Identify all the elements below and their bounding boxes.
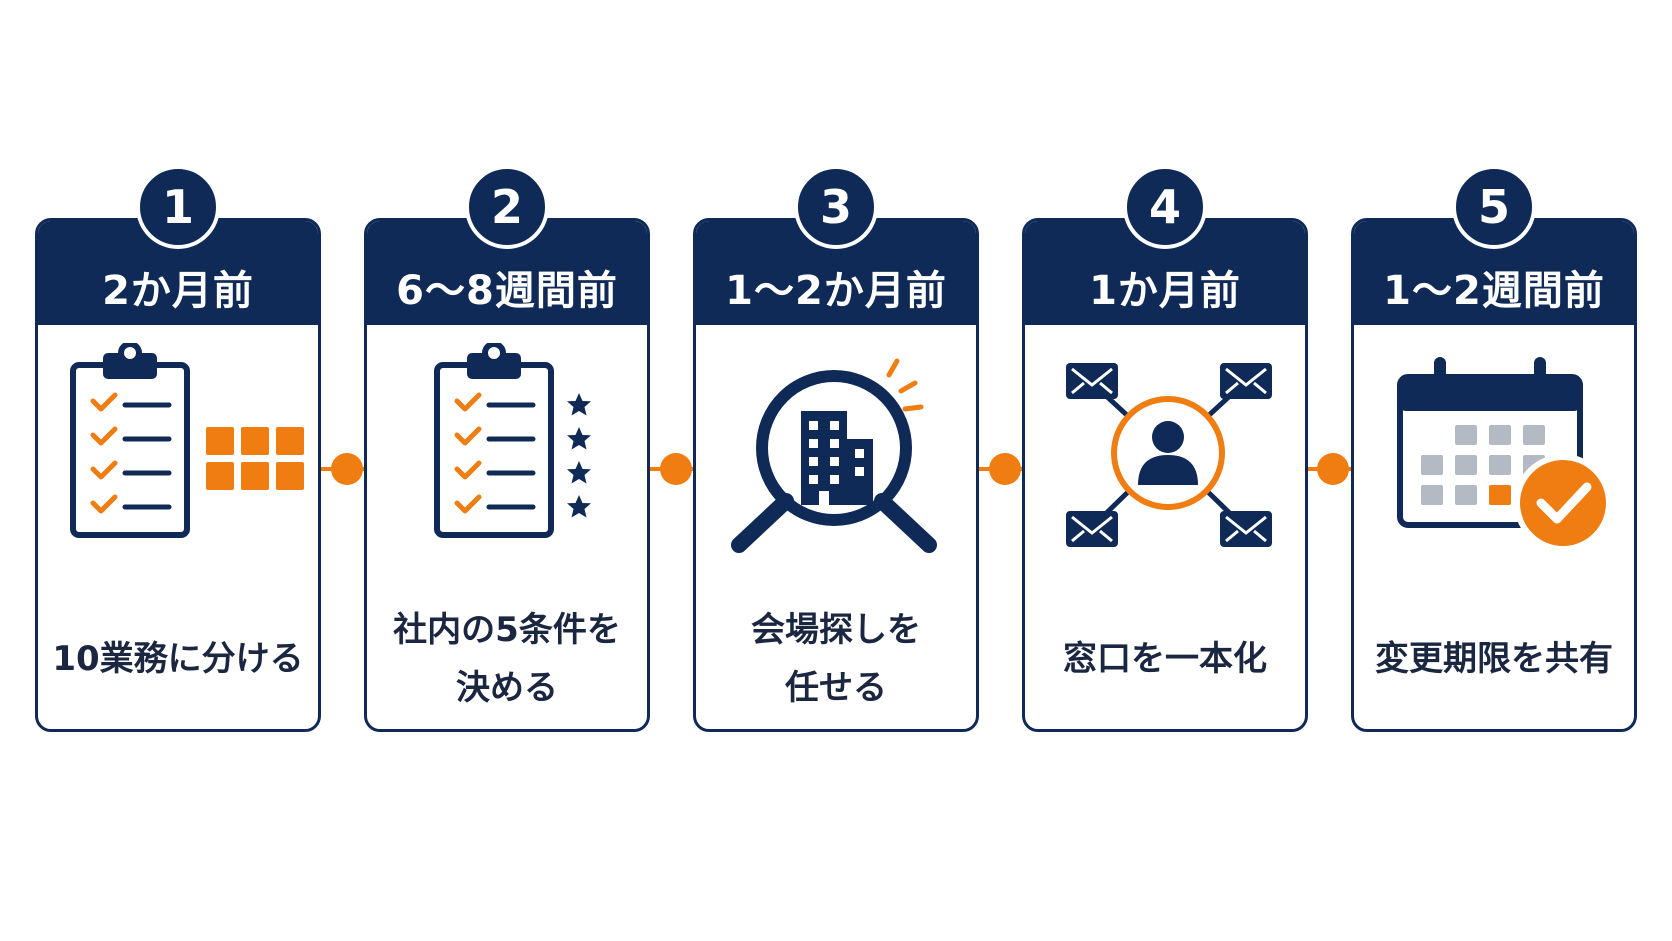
step-period: 2か月前 xyxy=(102,268,254,314)
step-card-1: 2か月前 10業務に分ける xyxy=(35,218,321,732)
step-period: 6〜8週間前 xyxy=(396,268,618,314)
magnifier-building-icon xyxy=(731,358,937,553)
caption-line: 社内の5条件を xyxy=(393,610,621,650)
step-number-badge: 5 xyxy=(1452,165,1536,249)
step-card-3: 1〜2か月前 会場探しを 任せる xyxy=(693,218,979,732)
step-caption: 社内の5条件を 決める xyxy=(373,601,641,717)
caption-line: 窓口を一本化 xyxy=(1063,639,1267,679)
caption-line: 決める xyxy=(456,668,558,708)
step-period: 1〜2週間前 xyxy=(1383,268,1605,314)
step-number-badge: 3 xyxy=(794,165,878,249)
caption-line: 任せる xyxy=(785,668,887,708)
step-caption: 10業務に分ける xyxy=(44,601,312,717)
step-caption: 会場探しを 任せる xyxy=(702,601,970,717)
step-number-badge: 4 xyxy=(1123,165,1207,249)
step-number-badge: 1 xyxy=(136,165,220,249)
person-hub-mail-icon xyxy=(1066,363,1272,547)
step-caption: 変更期限を共有 xyxy=(1360,601,1628,717)
caption-line: 10業務に分ける xyxy=(52,639,304,679)
step-card-5: 1〜2週間前 変更期限を共有 xyxy=(1351,218,1637,732)
step-period: 1〜2か月前 xyxy=(725,268,947,314)
step-card-2: 6〜8週間前 社内の5条件を 決める xyxy=(364,218,650,732)
clipboard-checklist-grid-icon xyxy=(70,343,304,538)
clipboard-checklist-stars-icon xyxy=(434,343,591,538)
caption-line: 変更期限を共有 xyxy=(1375,639,1613,679)
step-card-4: 1か月前 xyxy=(1022,218,1308,732)
step-caption: 窓口を一本化 xyxy=(1031,601,1299,717)
step-number-badge: 2 xyxy=(465,165,549,249)
step-period: 1か月前 xyxy=(1089,268,1241,314)
caption-line: 会場探しを xyxy=(751,610,921,650)
calendar-check-icon xyxy=(1397,357,1612,552)
